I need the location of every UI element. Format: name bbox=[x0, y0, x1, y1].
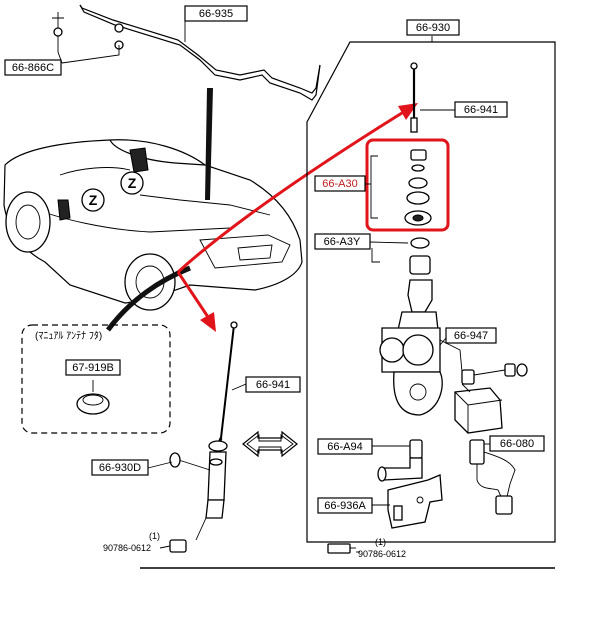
connector-icon bbox=[469, 439, 485, 465]
label-66-a3y: 66-A3Y bbox=[314, 233, 371, 250]
label-66-941-top: 66-941 bbox=[454, 101, 508, 118]
svg-text:66-080: 66-080 bbox=[500, 438, 534, 450]
cap-icon bbox=[410, 149, 427, 161]
svg-text:66-A30: 66-A30 bbox=[322, 178, 357, 190]
washer-icon bbox=[408, 177, 428, 189]
harness-66-935 bbox=[52, 4, 321, 101]
car-illustration: Z Z bbox=[3, 88, 303, 332]
svg-text:66-866C: 66-866C bbox=[12, 62, 54, 74]
svg-text:67-919B: 67-919B bbox=[72, 362, 114, 374]
label-66-080: 66-080 bbox=[489, 435, 545, 452]
z-badge-icon bbox=[81, 188, 105, 212]
qty-right: (1) bbox=[375, 537, 386, 547]
highlight-box bbox=[365, 138, 450, 232]
label-67-919b: 67-919B bbox=[65, 359, 121, 376]
label-66-936a: 66-936A bbox=[317, 497, 373, 514]
svg-text:66-A94: 66-A94 bbox=[327, 441, 362, 453]
label-66-941-left: 66-941 bbox=[245, 376, 301, 393]
svg-text:66-935: 66-935 bbox=[199, 8, 233, 20]
clip-icon bbox=[114, 23, 124, 33]
svg-text:66-941: 66-941 bbox=[256, 379, 290, 391]
label-66-935: 66-935 bbox=[184, 5, 248, 22]
car-mark-1: Z bbox=[89, 192, 98, 208]
svg-text:66-A3Y: 66-A3Y bbox=[324, 236, 361, 248]
label-66-a94: 66-A94 bbox=[317, 438, 373, 455]
manual-antenna-assembly bbox=[147, 321, 298, 553]
svg-text:66-930D: 66-930D bbox=[99, 462, 141, 474]
qty-left: (1) bbox=[149, 531, 160, 541]
gasket-icon bbox=[409, 255, 431, 275]
car-mark-2: Z bbox=[128, 175, 137, 191]
screw-icon bbox=[504, 363, 516, 377]
label-66-930d: 66-930D bbox=[91, 459, 149, 476]
svg-text:66-941: 66-941 bbox=[464, 104, 498, 116]
bolt-part-left: 90786-0612 bbox=[103, 543, 151, 553]
svg-text:66-936A: 66-936A bbox=[324, 500, 366, 512]
wheel-icon bbox=[5, 191, 51, 253]
z-badge-icon bbox=[120, 171, 144, 195]
relay-unit-icon bbox=[454, 387, 503, 434]
svg-text:66-930: 66-930 bbox=[416, 22, 450, 34]
assembly-66-930 bbox=[306, 36, 556, 554]
bolt-icon bbox=[169, 539, 187, 553]
interchange-arrow-icon bbox=[242, 430, 298, 458]
bolt-part-right: 90786-0612 bbox=[358, 549, 406, 559]
label-66-930: 66-930 bbox=[406, 19, 460, 36]
bolt-icon bbox=[327, 543, 351, 554]
label-66-866c: 66-866C bbox=[4, 59, 62, 76]
label-66-a30: 66-A30 bbox=[314, 175, 366, 192]
label-66-947: 66-947 bbox=[445, 327, 497, 344]
svg-text:66-947: 66-947 bbox=[454, 330, 488, 342]
clip-icon bbox=[53, 27, 63, 37]
inset-title: (ﾏﾆｭｱﾙ ｱﾝﾃﾅ ﾌﾀ) bbox=[35, 330, 102, 342]
antenna-cap-icon bbox=[76, 393, 110, 415]
inset-box: (ﾏﾆｭｱﾙ ｱﾝﾃﾅ ﾌﾀ) bbox=[21, 324, 171, 434]
elbow-pipe-icon bbox=[381, 457, 423, 481]
